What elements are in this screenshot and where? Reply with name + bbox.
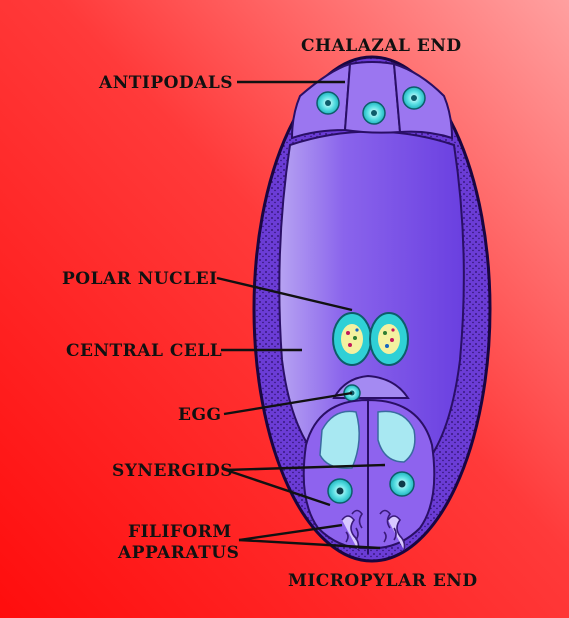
antipodal-cells (290, 61, 454, 140)
label-antipodals: ANTIPODALS (98, 73, 233, 93)
label-filiform: FILIFORM (128, 522, 232, 542)
egg-apparatus (302, 374, 436, 554)
filiform-apparatus (341, 509, 406, 551)
pointer-synergids-b (225, 468, 331, 507)
polar-nuclei (332, 312, 409, 366)
label-chalazal-end: CHALAZAL END (301, 36, 462, 56)
label-central-cell: CENTRAL CELL (66, 341, 222, 361)
label-micropylar-end: MICROPYLAR END (288, 571, 478, 591)
label-polar-nuclei: POLAR NUCLEI (62, 269, 218, 289)
central-cell-region (278, 130, 465, 471)
pointer-polar-nuclei (216, 276, 353, 312)
synergid-vacuole (377, 410, 416, 463)
pointer-filiform-b (238, 538, 381, 550)
label-egg: EGG (178, 405, 222, 425)
pointer-egg (223, 391, 353, 416)
label-apparatus: APPARATUS (117, 543, 239, 563)
pointer-lines (216, 80, 386, 550)
synergid-vacuole (319, 410, 360, 469)
pointer-filiform-a (238, 523, 343, 542)
label-synergids: SYNERGIDS (112, 461, 233, 481)
pointer-synergids-a (225, 463, 386, 472)
